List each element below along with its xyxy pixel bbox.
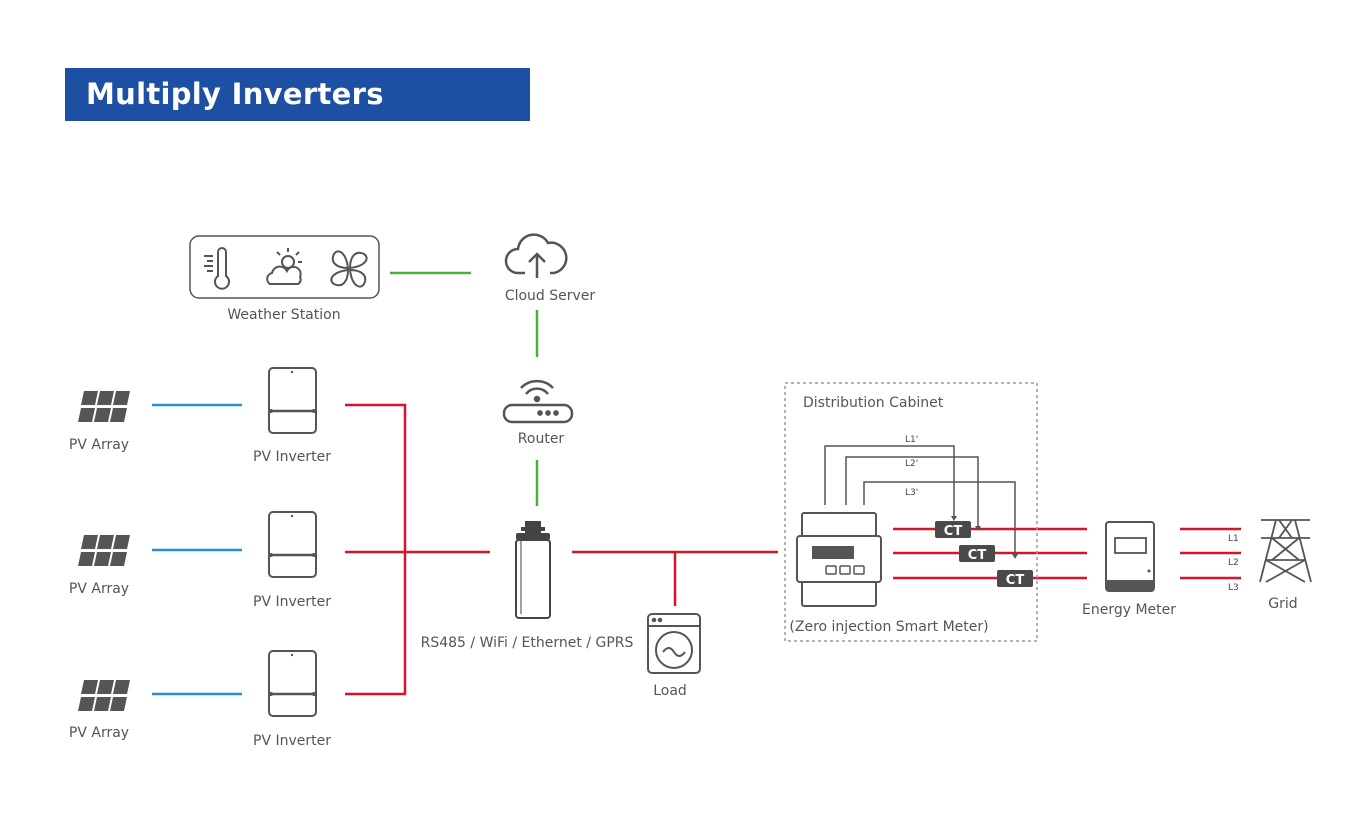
inverter-icon [267, 510, 318, 579]
cloud-upload-icon [504, 233, 568, 278]
ct-label: CT [1006, 573, 1025, 588]
ct-label: CT [968, 548, 987, 563]
energy-meter-label: Energy Meter [1082, 602, 1176, 618]
pv-array-1: PV Array [69, 391, 130, 453]
ct-2: CT [959, 545, 995, 563]
pv-array-label: PV Array [69, 581, 129, 597]
sun-cloud-icon [266, 248, 302, 285]
weather-station: Weather Station [189, 235, 380, 323]
load: Load [647, 613, 701, 699]
washing-machine-icon [647, 613, 701, 674]
ct-label: CT [944, 524, 963, 539]
page-title: Multiply Inverters Monitoring [65, 68, 530, 164]
inverter-icon [267, 366, 318, 435]
solar-panel-icon [78, 391, 130, 422]
dc-lines [152, 403, 242, 696]
comm-lines [390, 271, 539, 506]
wire-label-l3-prime: L3' [905, 488, 918, 498]
pv-inverter-3: PV Inverter [253, 649, 331, 749]
grid: Grid [1259, 519, 1312, 612]
ct-sense-wires [824, 445, 1016, 556]
wifi-router-icon [502, 379, 574, 424]
router: Router [502, 379, 574, 447]
ct-3: CT [997, 570, 1033, 588]
pv-array-3: PV Array [69, 680, 130, 741]
line-label-l2: L2 [1228, 558, 1239, 568]
pv-inverter-2: PV Inverter [253, 510, 331, 610]
solar-panel-icon [78, 535, 130, 566]
line-label-l1: L1 [1228, 534, 1239, 544]
smart-meter-icon [796, 512, 882, 607]
line-label-l3: L3 [1228, 583, 1239, 593]
grid-label: Grid [1268, 596, 1297, 612]
datalogger-label: RS485 / WiFi / Ethernet / GPRS [421, 635, 634, 651]
wire-label-l2-prime: L2' [905, 459, 918, 469]
ct-1: CT [935, 521, 971, 539]
power-tower-icon [1259, 519, 1312, 583]
pv-inverter-label: PV Inverter [253, 733, 331, 749]
load-label: Load [653, 683, 687, 699]
pv-array-2: PV Array [69, 535, 130, 597]
cloud-server-label: Cloud Server [505, 288, 596, 304]
distribution-cabinet-label: Distribution Cabinet [803, 395, 944, 411]
energy-meter: Energy Meter [1082, 521, 1176, 618]
distribution-cabinet: Distribution Cabinet L1' L2' L3' (Zero i… [784, 382, 1038, 642]
fan-icon [330, 250, 368, 288]
smart-meter-label: (Zero injection Smart Meter) [789, 619, 988, 635]
solar-panel-icon [78, 680, 130, 711]
wire-label-l1-prime: L1' [905, 435, 918, 445]
pv-inverter-1: PV Inverter [253, 366, 331, 465]
weather-station-label: Weather Station [227, 307, 340, 323]
pv-inverter-label: PV Inverter [253, 594, 331, 610]
pv-array-label: PV Array [69, 725, 129, 741]
thermometer-icon [204, 247, 230, 290]
router-label: Router [518, 431, 565, 447]
datalogger-stick-icon [515, 521, 551, 619]
cloud-server: Cloud Server [504, 233, 596, 304]
ac-lines [345, 403, 1241, 696]
energy-meter-icon [1105, 521, 1155, 592]
inverter-icon [267, 649, 318, 718]
datalogger: RS485 / WiFi / Ethernet / GPRS [421, 521, 634, 651]
pv-inverter-label: PV Inverter [253, 449, 331, 465]
pv-array-label: PV Array [69, 437, 129, 453]
